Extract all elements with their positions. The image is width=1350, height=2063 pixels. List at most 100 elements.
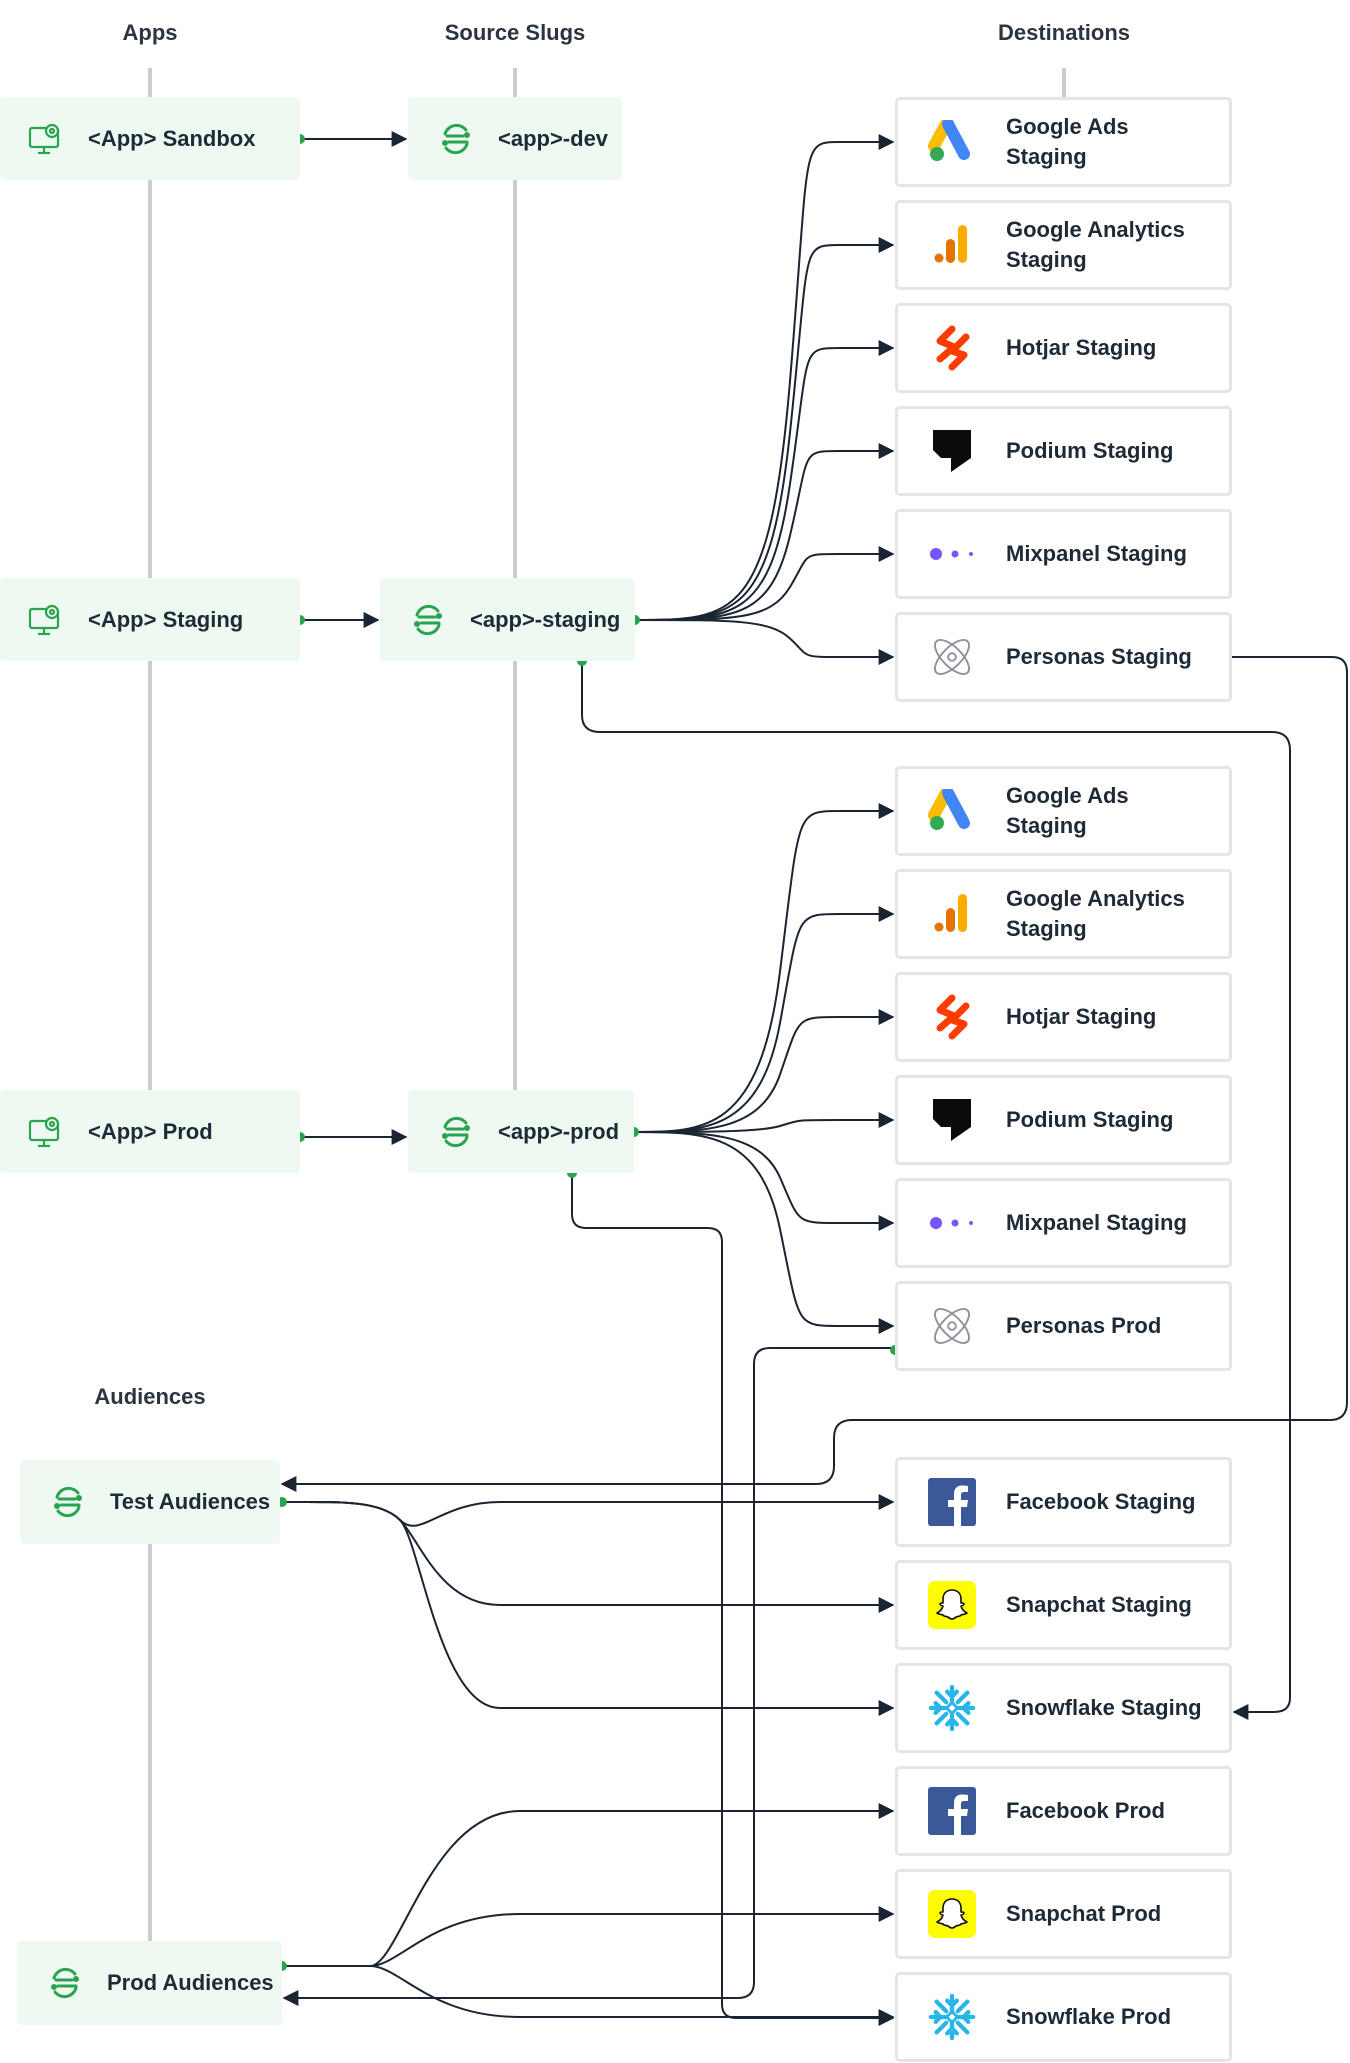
destination-d-snap-2[interactable]: Snapchat Prod (895, 1869, 1232, 1959)
destination-label: Snowflake Staging (1006, 1695, 1202, 1720)
destination-d-podium-1[interactable]: Podium Staging (895, 406, 1232, 496)
destination-d-hotjar-2[interactable]: Hotjar Staging (895, 972, 1232, 1062)
source-node-staging[interactable]: <app>-staging (380, 578, 635, 661)
apps-header: Apps (122, 20, 178, 45)
destination-d-gads-2[interactable]: Google Ads Staging (895, 766, 1232, 856)
destination-d-mixpanel-2[interactable]: Mixpanel Staging (895, 1178, 1232, 1268)
destination-d-fb-2[interactable]: Facebook Prod (895, 1766, 1232, 1856)
wire-test-aud-13 (281, 1500, 895, 1613)
segment-source-icon (432, 115, 480, 163)
destination-label: Google Ads Staging (1006, 783, 1129, 838)
wire-prod-to-snowflake (571, 1173, 895, 2026)
app-node-prod[interactable]: <App> Prod (0, 1090, 300, 1173)
destination-label: Hotjar Staging (1006, 335, 1157, 360)
destination-d-personas-1[interactable]: Personas Staging (895, 612, 1232, 702)
destination-d-mixpanel-1[interactable]: Mixpanel Staging (895, 509, 1232, 599)
destination-label: Hotjar Staging (1006, 1004, 1157, 1029)
source-label: <app>-dev (498, 125, 609, 151)
app-label: <App> Staging (88, 606, 244, 632)
audience-label: Test Audiences (110, 1489, 271, 1514)
wire-staging-fan-3 (634, 443, 895, 621)
wire-prod-aud-17 (282, 1965, 895, 2025)
podium-icon (928, 427, 976, 475)
destination-d-podium-2[interactable]: Podium Staging (895, 1075, 1232, 1165)
wire-personas-to-prod-aud (282, 1347, 895, 2006)
wire-prod-aud-16 (282, 1906, 895, 1967)
hotjar-icon (928, 993, 976, 1041)
destination-label: Mixpanel Staging (1006, 541, 1187, 566)
google-analytics-icon (928, 221, 976, 269)
destination-d-ga-1[interactable]: Google Analytics Staging (895, 200, 1232, 290)
wire-staging-fan-2 (634, 340, 895, 621)
wire-prod-fan-11 (633, 1131, 895, 1334)
snowflake-icon (928, 1993, 976, 2041)
wire-prod-fan-10 (633, 1131, 895, 1231)
destination-d-hotjar-1[interactable]: Hotjar Staging (895, 303, 1232, 393)
destinations-header: Destinations (997, 20, 1131, 45)
destination-d-snow-2[interactable]: Snowflake Prod (895, 1972, 1232, 2062)
wire-prod-fan-9 (633, 1112, 895, 1133)
source-node-dev[interactable]: <app>-dev (408, 97, 622, 180)
destination-d-snow-1[interactable]: Snowflake Staging (895, 1663, 1232, 1753)
mixpanel-icon (928, 530, 976, 578)
facebook-icon (928, 1478, 976, 1526)
personas-icon (928, 1302, 976, 1350)
destination-label: Personas Prod (1006, 1313, 1162, 1338)
app-label: <App> Prod (88, 1118, 213, 1144)
wire-staging-fan-0 (634, 134, 895, 621)
mixpanel-icon (928, 1199, 976, 1247)
source-node-prod[interactable]: <app>-prod (408, 1090, 634, 1173)
destination-label: Snapchat Prod (1006, 1901, 1162, 1926)
source-label: <app>-prod (498, 1118, 620, 1144)
wire-prod-fan-6 (633, 803, 895, 1133)
wire-prod-fan-8 (633, 1009, 895, 1133)
podium-icon (928, 1096, 976, 1144)
destination-label: Facebook Prod (1006, 1798, 1165, 1823)
wire-personas-to-test (280, 656, 1348, 1492)
destination-label: Podium Staging (1006, 438, 1174, 463)
app-node-staging[interactable]: <App> Staging (0, 578, 300, 661)
google-ads-icon (928, 787, 976, 835)
snowflake-icon (928, 1684, 976, 1732)
wire-staging-to-snowflake (581, 661, 1291, 1720)
segment-source-icon (432, 1108, 480, 1156)
destination-label: Snapchat Staging (1006, 1592, 1192, 1617)
snapchat-icon (928, 1581, 976, 1629)
destination-label: Facebook Staging (1006, 1489, 1196, 1514)
destination-label: Podium Staging (1006, 1107, 1174, 1132)
wire-staging-fan-1 (634, 237, 895, 621)
source-slugs-header: Source Slugs (444, 20, 586, 45)
app-settings-icon (22, 596, 70, 644)
app-settings-icon (22, 1108, 70, 1156)
destination-d-ga-2[interactable]: Google Analytics Staging (895, 869, 1232, 959)
google-analytics-icon (928, 890, 976, 938)
destination-label: Personas Staging (1006, 644, 1192, 669)
destination-d-snap-1[interactable]: Snapchat Staging (895, 1560, 1232, 1650)
wire-test-aud-12 (281, 1494, 895, 1527)
facebook-icon (928, 1787, 976, 1835)
wire-prod-aud-15 (282, 1803, 895, 1967)
audience-node-test[interactable]: Test Audiences (20, 1460, 280, 1544)
segment-source-icon (41, 1959, 89, 2007)
audience-node-prod[interactable]: Prod Audiences (17, 1941, 282, 2025)
destination-d-gads-1[interactable]: Google Ads Staging (895, 97, 1232, 187)
app-label: <App> Sandbox (88, 125, 256, 151)
hotjar-icon (928, 324, 976, 372)
segment-source-icon (44, 1478, 92, 1526)
snapchat-icon (928, 1890, 976, 1938)
audiences-header: Audiences (94, 1384, 206, 1409)
segment-source-icon (404, 596, 452, 644)
wire-staging-fan-4 (634, 546, 895, 621)
destination-label: Google Analytics Staging (1006, 217, 1185, 272)
destination-label: Snowflake Prod (1006, 2004, 1172, 2029)
app-node-sandbox[interactable]: <App> Sandbox (0, 97, 300, 180)
destination-label: Google Ads Staging (1006, 114, 1129, 169)
wire-staging-fan-5 (634, 619, 895, 665)
audience-label: Prod Audiences (107, 1970, 274, 1995)
destination-label: Google Analytics Staging (1006, 886, 1185, 941)
google-ads-icon (928, 118, 976, 166)
source-label: <app>-staging (470, 606, 621, 632)
wire-prod-fan-7 (633, 906, 895, 1133)
destination-d-fb-1[interactable]: Facebook Staging (895, 1457, 1232, 1547)
destination-d-personas-2[interactable]: Personas Prod (895, 1281, 1232, 1371)
